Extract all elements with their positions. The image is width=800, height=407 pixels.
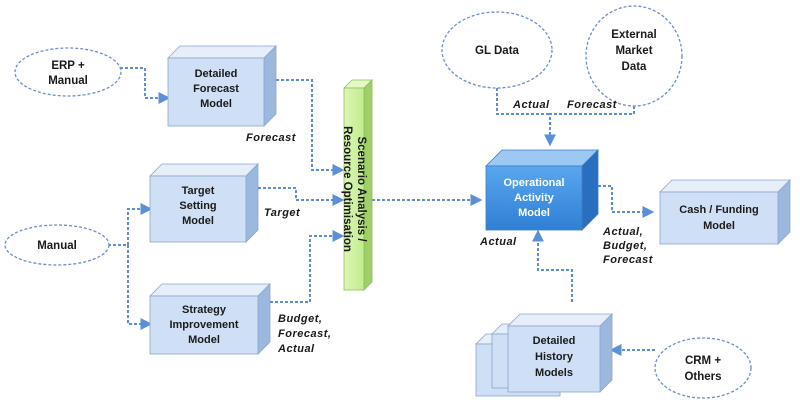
model-line: Improvement [169, 319, 238, 331]
crm-others-source: CRM + Others [654, 337, 752, 399]
cash-labels: Actual, Budget, Forecast [602, 226, 654, 266]
label-line: Forecast [603, 254, 654, 266]
model-line: Setting [179, 200, 216, 212]
model-line: Model [188, 334, 220, 346]
connectors [108, 67, 655, 356]
erp-manual-source: ERP + Manual [14, 47, 122, 97]
gl-data-source: GL Data [441, 11, 553, 89]
operational-activity-model: Operational Activity Model [485, 149, 599, 231]
target-to-scenario-connector [258, 187, 345, 206]
oval-line: Data [622, 61, 648, 73]
oval-line: Market [615, 45, 652, 57]
model-line: Model [200, 98, 232, 110]
strategy-to-scenario-connector [270, 230, 345, 303]
forecast-to-scenario-connector [276, 79, 345, 176]
model-line: Activity [514, 192, 555, 204]
label-line: Forecast, [278, 328, 331, 340]
detailed-history-models: Detailed History Models [475, 313, 613, 397]
model-line: Model [518, 207, 550, 219]
label-line: Actual, [602, 226, 643, 238]
label-line: Actual [277, 343, 315, 355]
strategy-improvement-model: Strategy Improvement Model [149, 283, 271, 355]
oval-line: External [611, 29, 656, 41]
model-line: Model [182, 215, 214, 227]
oval-line: CRM + [685, 355, 721, 367]
cash-funding-model: Cash / Funding Model [659, 179, 791, 245]
model-line: Strategy [182, 304, 227, 316]
model-line: Cash / Funding [679, 204, 758, 216]
scenario-analysis-bar: Scenario Analysis / Resource Optimisatio… [341, 79, 373, 291]
gl-to-operational-connector [496, 88, 550, 115]
forecast-label: Forecast [246, 132, 297, 144]
operational-to-cash-connector [598, 185, 655, 218]
erp-to-forecast-connector [120, 67, 171, 104]
model-line: Models [535, 367, 573, 379]
model-line: Forecast [193, 83, 239, 95]
oval-line: Manual [48, 75, 88, 87]
model-line: Detailed [195, 68, 238, 80]
model-line: Target [182, 185, 215, 197]
manual-to-strategy-connector [127, 245, 153, 330]
oval-line: Others [684, 371, 721, 383]
oval-line: GL Data [475, 45, 519, 57]
budget-forecast-actual-label: Budget, Forecast, Actual [277, 313, 331, 355]
model-line: Model [703, 220, 735, 232]
history-actual-label: Actual [479, 236, 517, 248]
scenario-line: Scenario Analysis / [355, 136, 367, 242]
ext-forecast-label: Forecast [567, 99, 618, 111]
manual-source: Manual [4, 224, 110, 266]
model-line: Operational [503, 177, 564, 189]
history-to-operational-connector [532, 229, 573, 302]
model-line: Detailed [533, 335, 576, 347]
gl-actual-label: Actual [512, 99, 550, 111]
external-market-data-source: External Market Data [585, 5, 683, 107]
scenario-line: Resource Optimisation [341, 126, 353, 252]
label-line: Budget, [278, 313, 322, 325]
oval-line: Manual [37, 240, 77, 252]
target-setting-model: Target Setting Model [149, 163, 259, 243]
ext-to-operational-connector [544, 106, 635, 147]
manual-to-target-connector [108, 203, 153, 246]
oval-line: ERP + [51, 60, 85, 72]
label-line: Budget, [603, 240, 647, 252]
target-label: Target [264, 207, 301, 219]
detailed-forecast-model: Detailed Forecast Model [167, 45, 277, 127]
model-line: History [535, 351, 574, 363]
